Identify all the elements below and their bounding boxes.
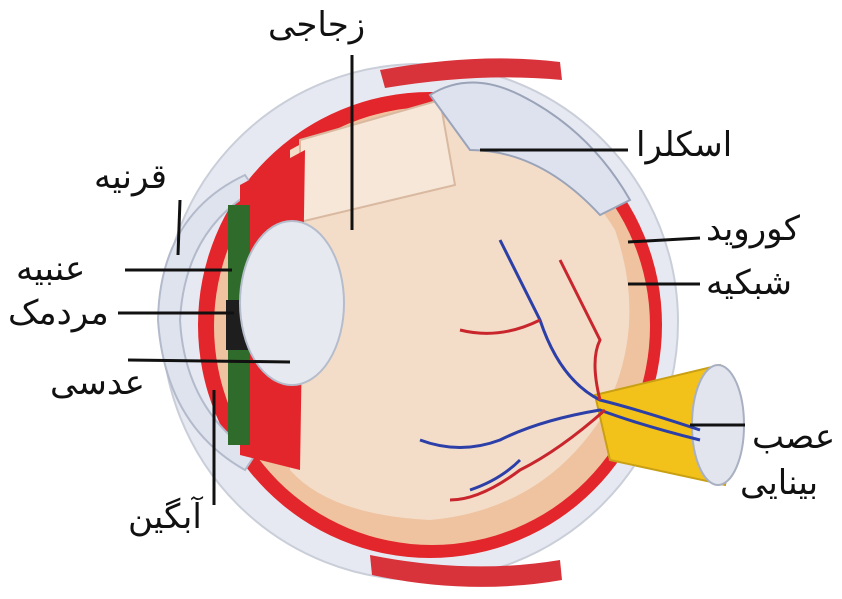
label-sclera: اسکلرا (636, 128, 732, 162)
label-retina: شبکیه (706, 266, 792, 300)
label-optic-nerve-line1: عصب (752, 420, 835, 454)
label-choroid: کوروید (706, 212, 800, 246)
label-optic-nerve-line2: بینایی (740, 466, 818, 500)
label-lens: عدسی (50, 366, 145, 400)
label-vitreous: زجاجی (268, 8, 365, 42)
label-iris: عنبیه (16, 252, 85, 286)
label-pupil: مردمک (8, 296, 109, 330)
label-aqueous: آبگین (128, 500, 202, 534)
label-cornea: قرنیه (94, 160, 167, 194)
